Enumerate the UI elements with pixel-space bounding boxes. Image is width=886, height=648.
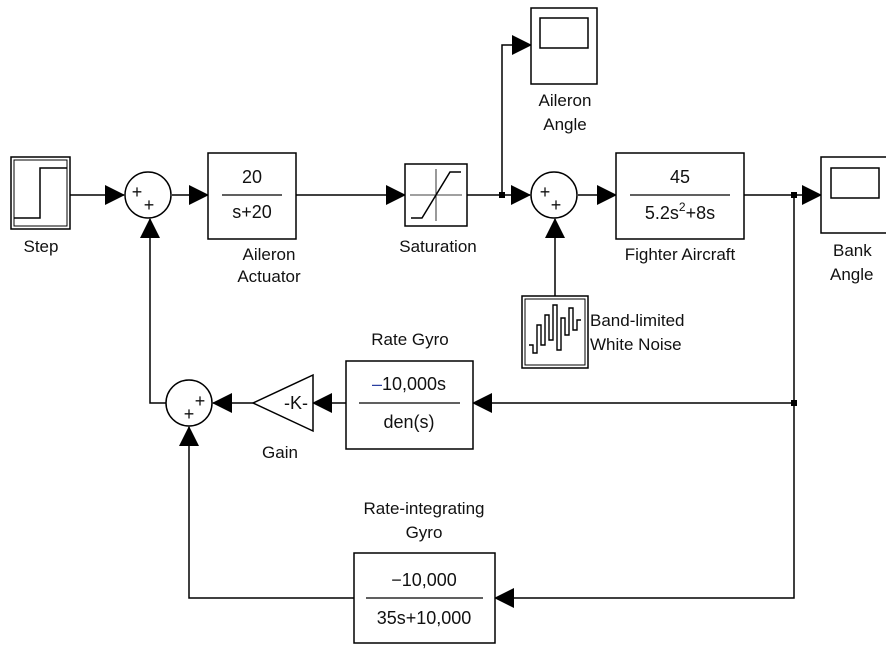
rate-gyro-block[interactable]: –10,000s den(s) <box>345 360 474 450</box>
branch-point <box>791 400 797 406</box>
noise-label-line1: Band-limited <box>590 311 685 330</box>
aircraft-denominator: 5.2s2+8s <box>645 200 715 223</box>
rig-numerator: −10,000 <box>391 570 457 590</box>
sum1-plus-left: + <box>132 182 143 202</box>
bank-angle-label-line1: Bank <box>833 241 872 260</box>
sum2-plus-bottom: + <box>551 195 562 215</box>
branch-point <box>791 192 797 198</box>
rate-integrating-gyro-block[interactable]: −10,000 35s+10,000 <box>353 552 496 644</box>
step-icon <box>14 167 67 219</box>
actuator-label-line2: Actuator <box>237 267 301 286</box>
line-branch-to-aileron-scope[interactable] <box>501 35 532 195</box>
actuator-numerator: 20 <box>242 167 262 187</box>
sum-block-3[interactable]: + + <box>165 379 213 427</box>
sum1-plus-bottom: + <box>144 195 155 215</box>
sum2-plus-left: + <box>540 182 551 202</box>
saturation-icon <box>411 171 461 219</box>
rate-gyro-denominator: den(s) <box>383 412 434 432</box>
gain-label: Gain <box>262 443 298 462</box>
aileron-angle-label-line1: Aileron <box>539 91 592 110</box>
saturation-block[interactable] <box>404 163 468 227</box>
gain-value: -K- <box>284 393 308 413</box>
line-feedback-to-rig[interactable] <box>494 403 795 608</box>
step-block[interactable] <box>10 156 71 230</box>
bank-angle-label-line2: Angle <box>830 265 873 284</box>
actuator-denominator: s+20 <box>232 202 272 222</box>
rig-label-line1: Rate-integrating <box>364 499 485 518</box>
noise-icon <box>529 304 581 354</box>
rig-denominator: 35s+10,000 <box>377 608 472 628</box>
aircraft-numerator: 45 <box>670 167 690 187</box>
sum-block-2[interactable]: + + <box>530 171 578 219</box>
line-sum3-to-sum1[interactable] <box>140 218 189 404</box>
sum-block-1[interactable]: + + <box>124 171 172 219</box>
branch-point <box>499 192 505 198</box>
sum3-plus-right: + <box>195 391 206 411</box>
bank-angle-scope[interactable] <box>820 156 886 234</box>
rate-gyro-label: Rate Gyro <box>371 330 448 349</box>
sum3-plus-bottom: + <box>184 404 195 424</box>
scope-screen-icon <box>830 167 880 199</box>
line-rig-to-sum3[interactable] <box>179 426 354 599</box>
rate-gyro-numerator: –10,000s <box>372 374 446 394</box>
rig-label-line2: Gyro <box>406 523 443 542</box>
actuator-label-line1: Aileron <box>243 245 296 264</box>
fighter-aircraft-block[interactable]: 45 5.2s2+8s <box>615 152 745 240</box>
aileron-actuator-block[interactable]: 20 s+20 <box>207 152 297 240</box>
noise-block[interactable] <box>521 295 589 369</box>
gain-block[interactable]: -K- <box>251 373 314 433</box>
aileron-angle-scope[interactable] <box>530 7 598 85</box>
step-label: Step <box>24 237 59 256</box>
aircraft-label: Fighter Aircraft <box>625 245 736 264</box>
saturation-label: Saturation <box>399 237 477 256</box>
aileron-angle-label-line2: Angle <box>543 115 586 134</box>
noise-label-line2: White Noise <box>590 335 682 354</box>
scope-screen-icon <box>539 17 589 49</box>
